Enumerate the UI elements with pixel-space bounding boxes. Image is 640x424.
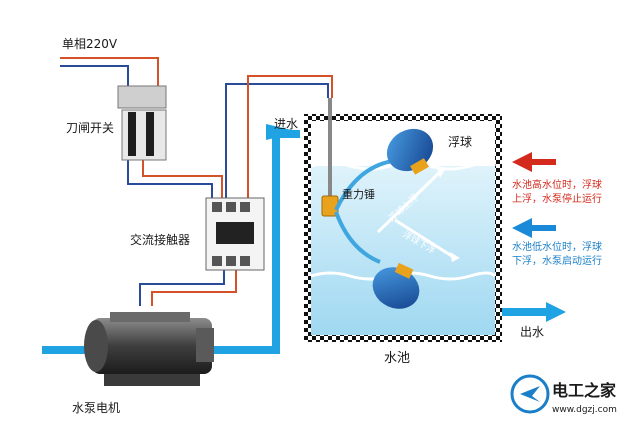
pool-label: 水池: [384, 351, 410, 366]
low-level-arrow: [512, 218, 532, 238]
outlet-label: 出水: [520, 325, 544, 339]
brand-logo: [510, 374, 550, 414]
switch-label: 刀闸开关: [66, 121, 114, 135]
knife-switch-icon: [117, 85, 167, 161]
high-level-note-1: 水池高水位时，浮球: [512, 178, 602, 191]
outlet-pipe: [502, 302, 566, 322]
outlet-arrow: [546, 302, 566, 322]
state-arrows: [512, 152, 556, 238]
power-label: 单相220V: [62, 37, 118, 51]
float-label: 浮球: [448, 135, 472, 149]
weight-label: 重力锤: [342, 187, 375, 201]
motor-label: 水泵电机: [72, 401, 120, 415]
high-level-arrow: [512, 152, 532, 172]
inlet-label: 进水: [274, 117, 298, 131]
low-level-note-1: 水池低水位时，浮球: [512, 240, 602, 253]
brand-name: 电工之家: [552, 381, 617, 400]
float-switch: [321, 98, 460, 309]
contactor-label: 交流接触器: [130, 232, 190, 247]
water-body: [311, 166, 495, 335]
low-level-note-2: 下浮，水泵启动运行: [512, 254, 602, 267]
motor-icon: [84, 312, 214, 386]
high-level-note-2: 上浮，水泵停止运行: [512, 192, 602, 205]
power-wires: [60, 57, 333, 306]
brand-url: www.dgzj.com: [552, 405, 617, 415]
contactor-icon: [205, 197, 265, 271]
